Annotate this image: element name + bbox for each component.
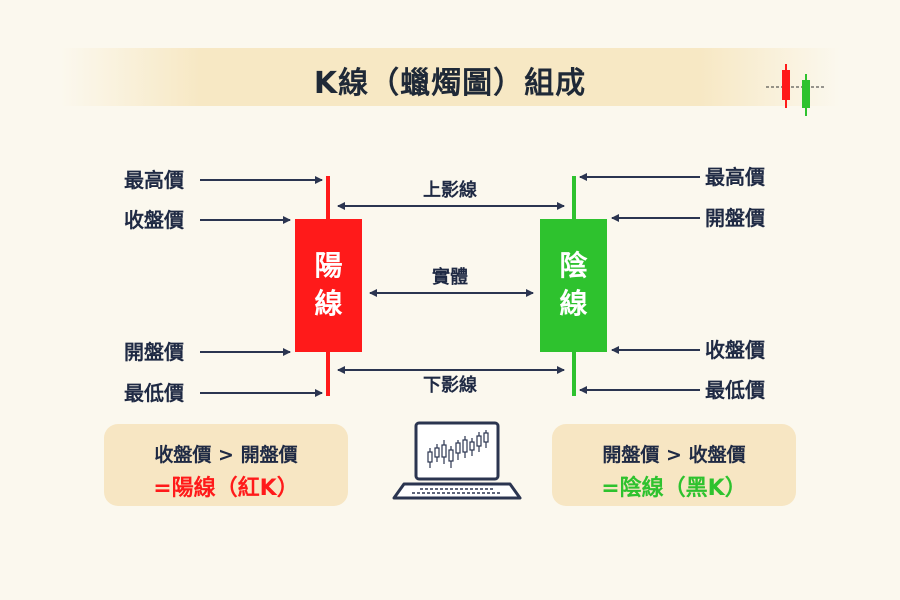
- left-label-low: 最低價: [124, 381, 184, 405]
- left-label-close: 收盤價: [124, 208, 184, 232]
- page-title: K線（蠟燭圖）組成: [313, 66, 587, 101]
- left-label-open: 開盤價: [124, 340, 184, 364]
- yang-char-1: 陽: [314, 249, 343, 282]
- yang-body: [295, 219, 362, 352]
- left-label-high: 最高價: [124, 168, 184, 192]
- yin-text: 陰 線: [540, 247, 607, 323]
- yin-rule-result: =陰線（黑K）: [601, 476, 747, 501]
- right-label-high: 最高價: [705, 165, 765, 189]
- lower-shadow-label: 下影線: [423, 375, 477, 396]
- body-label: 實體: [432, 267, 468, 288]
- yin-body: [540, 219, 607, 352]
- title-band: [60, 48, 840, 106]
- yin-rule-box: 開盤價 > 收盤價 =陰線（黑K）: [552, 424, 796, 506]
- right-label-close: 收盤價: [705, 338, 765, 362]
- yang-text: 陽 線: [295, 247, 362, 323]
- yang-rule-box: 收盤價 > 開盤價 =陽線（紅K）: [104, 424, 348, 506]
- yin-rule-condition: 開盤價 > 收盤價: [602, 444, 746, 466]
- yang-rule-result: =陽線（紅K）: [153, 476, 299, 501]
- yin-char-2: 線: [559, 287, 588, 320]
- candlestick-logo-icon: [766, 64, 824, 116]
- right-label-open: 開盤價: [705, 206, 765, 230]
- laptop-chart-icon: [392, 421, 522, 500]
- yang-rule-condition: 收盤價 > 開盤價: [154, 444, 298, 466]
- yin-char-1: 陰: [559, 249, 588, 282]
- upper-shadow-label: 上影線: [423, 180, 477, 201]
- right-label-low: 最低價: [705, 378, 765, 402]
- yang-char-2: 線: [314, 287, 343, 320]
